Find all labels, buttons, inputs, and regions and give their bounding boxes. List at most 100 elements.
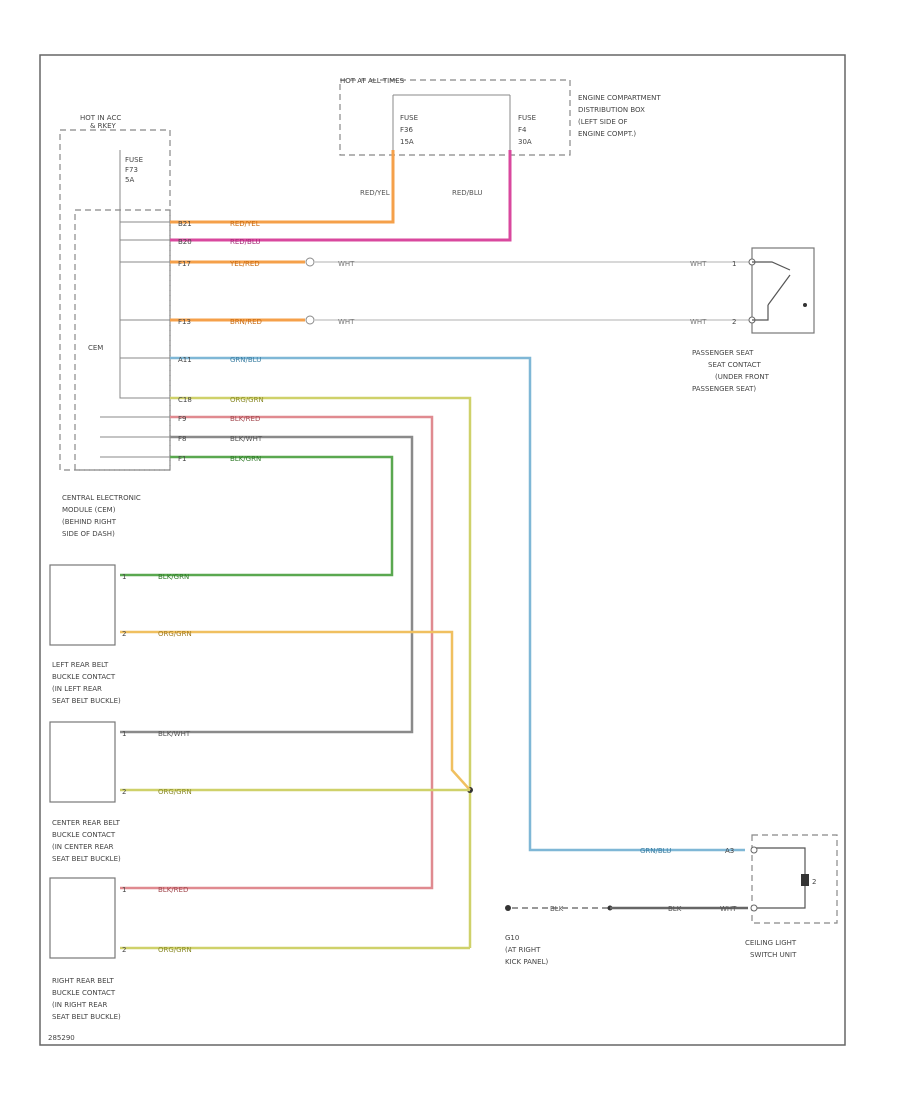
- center-rear-desc-2: BUCKLE CONTACT: [52, 831, 116, 839]
- passenger-desc-4: PASSENGER SEAT): [692, 385, 756, 393]
- wire-yel-red-label: YEL/RED: [229, 260, 260, 268]
- fuse-f36-id: F36: [400, 126, 413, 134]
- wire-org-grn-right-label: ORG/GRN: [158, 946, 192, 954]
- cem-pin-f1: F1: [178, 455, 186, 463]
- right-rear-desc-1: RIGHT REAR BELT: [52, 977, 114, 985]
- cem-desc-1: CENTRAL ELECTRONIC: [62, 494, 141, 502]
- wire-red-blu-vlabel: RED/BLU: [452, 189, 483, 197]
- switch-contact: [803, 303, 807, 307]
- cem-box: [74, 209, 171, 471]
- switch-lower: [752, 305, 769, 321]
- wire-blk-red: [120, 415, 434, 890]
- wire-org-grn-label: ORG/GRN: [230, 396, 264, 404]
- wire-brn-red-label: BRN/RED: [230, 318, 262, 326]
- connector-brn-red: [305, 315, 315, 325]
- passenger-desc-3: (UNDER FRONT: [715, 373, 770, 381]
- left-rear-desc-4: SEAT BELT BUCKLE): [52, 697, 121, 705]
- wire-org-grn-bus: [170, 396, 472, 948]
- engine-desc-3: (LEFT SIDE OF: [578, 118, 628, 126]
- wire-wht-1-label: WHT: [338, 260, 355, 268]
- right-rear-desc-4: SEAT BELT BUCKLE): [52, 1013, 121, 1021]
- passenger-seat-contact: [751, 247, 815, 334]
- cem-pins: B21 B20 F17 F13 A11 C18 F9 F8 F1: [100, 220, 192, 463]
- wire-grn-blu-label-r: GRN/BLU: [640, 847, 671, 855]
- wire-org-grn-left: [120, 630, 471, 791]
- cem-desc-3: (BEHIND RIGHT: [62, 518, 117, 526]
- center-rear-desc-1: CENTER REAR BELT: [52, 819, 121, 827]
- center-rear-desc-3: (IN CENTER REAR: [52, 843, 114, 851]
- diagram-id: 285290: [48, 1034, 75, 1042]
- right-rear-pin-2: 2: [122, 946, 126, 954]
- wire-blk-grn-label-r: BLK/GRN: [158, 573, 189, 581]
- ceiling-desc-1: CEILING LIGHT: [745, 939, 797, 947]
- engine-desc-2: DISTRIBUTION BOX: [578, 106, 645, 114]
- wire-wht-2-label: WHT: [338, 318, 355, 326]
- wire-blk-red-label: BLK/RED: [230, 415, 260, 423]
- left-rear-desc-2: BUCKLE CONTACT: [52, 673, 116, 681]
- center-rear-pin-2: 2: [122, 788, 126, 796]
- right-rear-pin-1: 1: [122, 886, 126, 894]
- cem-pin-b20: B20: [178, 238, 192, 246]
- ground-g10-icon: [505, 905, 511, 911]
- left-rear-desc-3: (IN LEFT REAR: [52, 685, 102, 693]
- wire-blk-wht-label-r: BLK/WHT: [158, 730, 191, 738]
- cem-pin-f9: F9: [178, 415, 186, 423]
- wire-wht-2-label-r: WHT: [690, 318, 707, 326]
- fuse-f73-amp: 5A: [125, 176, 134, 184]
- wire-blk-label-2: BLK: [668, 905, 682, 913]
- cem-pin-f8: F8: [178, 435, 186, 443]
- ceiling-pin-2: [750, 904, 758, 912]
- ceiling-desc-2: SWITCH UNIT: [750, 951, 797, 959]
- passenger-desc-1: PASSENGER SEAT: [692, 349, 754, 357]
- wire-org-grn-left-label: ORG/GRN: [158, 630, 192, 638]
- connector-yel-red: [305, 257, 315, 267]
- ground-desc-2: (AT RIGHT: [505, 946, 541, 954]
- wire-blk-wht: [120, 435, 414, 734]
- engine-box-title: HOT AT ALL TIMES: [340, 77, 405, 85]
- left-rear-buckle-contact: [49, 564, 116, 646]
- right-rear-desc-3: (IN RIGHT REAR: [52, 1001, 107, 1009]
- switch-upper: [752, 261, 791, 271]
- center-rear-pin-1: 1: [122, 730, 126, 738]
- ceiling-pin-b-label: 2: [812, 878, 816, 886]
- ceiling-switch-element: [801, 874, 809, 886]
- cem-desc-4: SIDE OF DASH): [62, 530, 115, 538]
- ground-desc-3: KICK PANEL): [505, 958, 548, 966]
- wire-grn-blu: [170, 356, 745, 852]
- cem-pin-a11: A11: [178, 356, 192, 364]
- wire-red-yel-hlabel: RED/YEL: [230, 220, 260, 228]
- ground-desc-1: G10: [505, 934, 519, 942]
- hot-in-acc-box: [59, 129, 171, 471]
- wire-red-blu: [170, 150, 512, 242]
- switch-arm: [767, 274, 791, 306]
- left-rear-desc-1: LEFT REAR BELT: [52, 661, 109, 669]
- cem-label: CEM: [88, 344, 103, 352]
- wire-blk-red-label-r: BLK/RED: [158, 886, 188, 894]
- wire-red-blu-hlabel: RED/BLU: [230, 238, 261, 246]
- wire-blk-label-1: BLK: [550, 905, 564, 913]
- passenger-seat-pin-1-num: 1: [732, 260, 736, 268]
- passenger-seat-pin-2-num: 2: [732, 318, 736, 326]
- diagram-frame: [39, 54, 846, 1046]
- right-rear-buckle-contact: [49, 877, 116, 959]
- ceiling-light-switch-unit: [751, 834, 838, 924]
- fuse-f4-label: FUSE: [518, 114, 536, 122]
- center-rear-buckle-contact: [49, 721, 116, 803]
- fuse-f4-id: F4: [518, 126, 527, 134]
- left-rear-pin-1: 1: [122, 573, 126, 581]
- hot-in-acc-title: HOT IN ACC: [80, 114, 121, 122]
- wire-blk-wht-label: BLK/WHT: [230, 435, 263, 443]
- wire-blk-grn-label: BLK/GRN: [230, 455, 261, 463]
- cem-desc-2: MODULE (CEM): [62, 506, 116, 514]
- wire-org-grn-center-label: ORG/GRN: [158, 788, 192, 796]
- engine-desc-4: ENGINE COMPT.): [578, 130, 636, 138]
- hot-in-acc-subtitle: & RKEY: [90, 122, 117, 130]
- wire-wht-1-label-r: WHT: [690, 260, 707, 268]
- wire-red-yel-vlabel: RED/YEL: [360, 189, 390, 197]
- fuse-f4-amp: 30A: [518, 138, 532, 146]
- cem-pin-f17: F17: [178, 260, 191, 268]
- ceiling-switch-internal: [755, 847, 806, 909]
- fuse-f73-id: F73: [125, 166, 138, 174]
- fuse-f36-label: FUSE: [400, 114, 418, 122]
